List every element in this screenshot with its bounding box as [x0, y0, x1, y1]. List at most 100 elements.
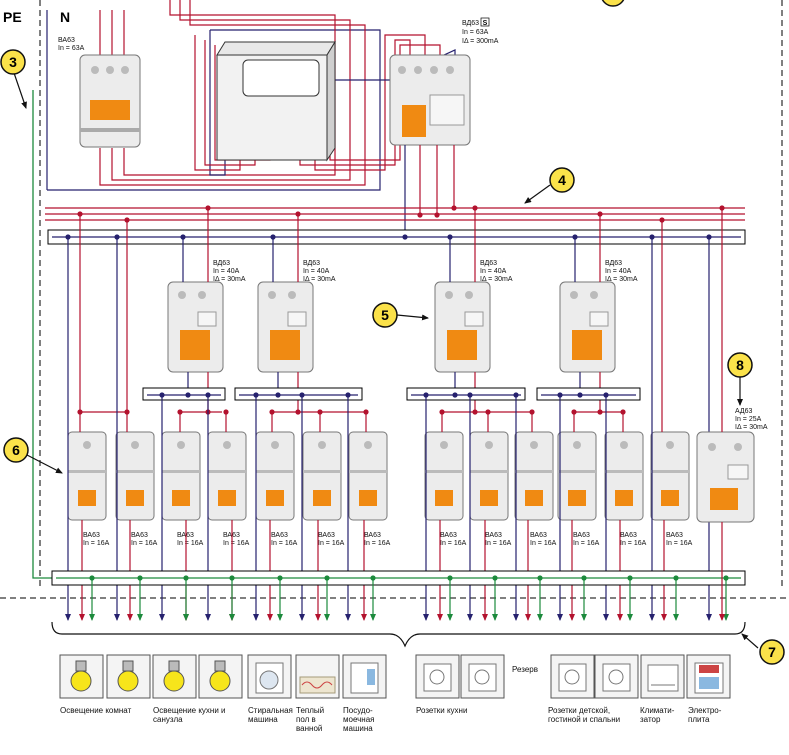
main-rcd-badge-box: [480, 17, 490, 27]
main-rcd-leak: IΔ = 300mA: [462, 38, 499, 45]
junction-dot: [295, 211, 301, 217]
junction-dot: [581, 575, 587, 581]
junction-dot: [492, 575, 498, 581]
junction-dot: [529, 409, 535, 415]
junction-dot: [597, 409, 603, 415]
load-caption: моечная: [343, 715, 375, 724]
breaker-rating: In = 16A: [364, 540, 391, 547]
junction-dot: [571, 409, 577, 415]
rcbo-model: АД63: [735, 408, 753, 415]
svg-text:3: 3: [9, 54, 17, 70]
breaker-5: [255, 431, 295, 521]
breaker-6: [302, 431, 342, 521]
junction-dot: [423, 392, 429, 398]
junction-dot: [557, 392, 563, 398]
breaker-10: [514, 431, 554, 521]
load-caption: плита: [688, 715, 710, 724]
bulb-icon: [198, 654, 243, 699]
air-conditioner-icon: [640, 654, 685, 699]
svg-text:8: 8: [736, 357, 744, 373]
callout-4: 4: [549, 167, 575, 193]
junction-dot: [363, 409, 369, 415]
junction-dot: [439, 409, 445, 415]
junction-dot: [299, 392, 305, 398]
load-caption: машина: [343, 724, 373, 733]
n-label: N: [60, 9, 70, 25]
rcd-neutral-bar: [142, 387, 226, 401]
junction-dot: [275, 392, 281, 398]
socket-icon: [415, 654, 460, 699]
breaker-rating: In = 16A: [485, 540, 512, 547]
main-rcd-model: ВД63: [462, 20, 479, 27]
breaker-rating: In = 16A: [440, 540, 467, 547]
junction-dot: [77, 211, 83, 217]
junction-dot: [706, 234, 712, 240]
rcd-model: ВД63: [213, 260, 230, 267]
main-rcd-badge: S: [483, 20, 488, 27]
load-caption: затор: [640, 715, 661, 724]
callout-3: 3: [0, 49, 26, 75]
rcd-neutral-bar: [406, 387, 526, 401]
junction-dot: [269, 409, 275, 415]
socket-icon: [594, 654, 639, 699]
junction-dot: [447, 234, 453, 240]
breaker-rating: In = 16A: [573, 540, 600, 547]
svg-text:6: 6: [12, 442, 20, 458]
junction-dot: [317, 409, 323, 415]
load-caption: гостиной и спальни: [548, 715, 620, 724]
load-caption: Электро-: [688, 706, 722, 715]
junction-dot: [572, 234, 578, 240]
breaker-2: [115, 431, 155, 521]
junction-dot: [577, 392, 583, 398]
breaker-model: ВА63: [271, 532, 288, 539]
junction-dot: [223, 409, 229, 415]
junction-dot: [270, 234, 276, 240]
rcbo-difavtomat: [696, 431, 755, 523]
junction-dot: [719, 205, 725, 211]
breaker-model: ВА63: [440, 532, 457, 539]
svg-text:5: 5: [381, 307, 389, 323]
load-caption: Климати-: [640, 706, 675, 715]
rcd-leak: IΔ = 30mA: [605, 276, 638, 283]
main-rcd-rating: In = 63A: [462, 29, 489, 36]
junction-dot: [205, 205, 211, 211]
junction-dot: [295, 409, 301, 415]
rcd-rating: In = 40A: [303, 268, 330, 275]
load-caption: ванной: [296, 724, 322, 733]
bulb-icon: [59, 654, 104, 699]
rcd-rating: In = 40A: [480, 268, 507, 275]
junction-dot: [603, 392, 609, 398]
rcd-rating: In = 40A: [605, 268, 632, 275]
breaker-model: ВА63: [620, 532, 637, 539]
callout-6: 6: [3, 437, 29, 463]
breaker-3: [161, 431, 201, 521]
bulb-icon: [152, 654, 197, 699]
main-rcd: [389, 54, 471, 146]
junction-dot: [402, 234, 408, 240]
breaker-model: ВА63: [318, 532, 335, 539]
socket-icon: [550, 654, 595, 699]
junction-dot: [467, 392, 473, 398]
breaker-rating: In = 16A: [83, 540, 110, 547]
junction-dot: [77, 409, 83, 415]
breaker-model: ВА63: [131, 532, 148, 539]
breaker-model: ВА63: [573, 532, 590, 539]
rcd-3: [434, 281, 491, 373]
main-rcd-outputs: [404, 145, 455, 237]
breaker-model: ВА63: [666, 532, 683, 539]
junction-dot: [345, 392, 351, 398]
junction-dot: [124, 409, 130, 415]
rcd-1: [167, 281, 224, 373]
junction-dot: [485, 409, 491, 415]
breaker-rating: In = 16A: [318, 540, 345, 547]
rcd-neutral-bar: [536, 387, 641, 401]
rcd-leak: IΔ = 30mA: [213, 276, 246, 283]
load-caption: Стиральная: [248, 706, 293, 715]
junction-dot: [659, 217, 665, 223]
junction-dot: [452, 392, 458, 398]
callout-partial: [601, 0, 625, 7]
junction-dot: [537, 575, 543, 581]
pe-label: PE: [3, 9, 22, 25]
